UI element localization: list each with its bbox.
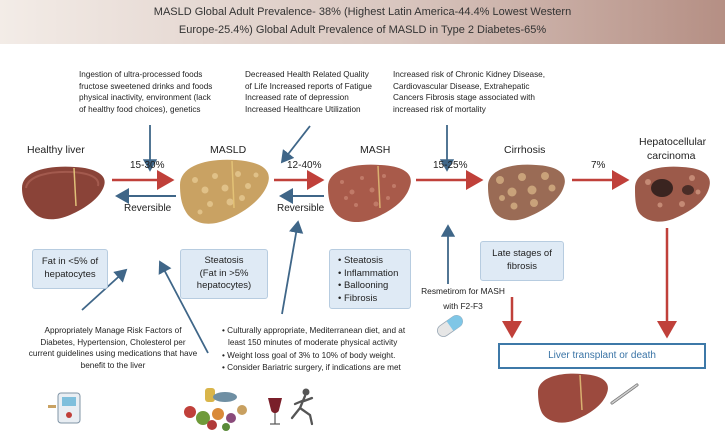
prevalence-banner <box>0 0 725 44</box>
reversible-label-2: Reversible <box>277 203 325 214</box>
pill-icon <box>437 315 463 337</box>
stage-healthy-liver: Healthy liver <box>27 144 85 156</box>
banner-line-2: Europe-25.4%) Global Adult Prevalence of… <box>178 24 547 36</box>
stage-cirrhosis: Cirrhosis <box>504 144 546 156</box>
transition-7: 7% <box>591 160 606 171</box>
healthy-liver-image <box>22 166 105 220</box>
wine-glass-icon <box>268 398 282 425</box>
glucose-meter-icon <box>48 392 81 424</box>
box-masld: Steatosis(Fat in >5%hepatocytes) <box>180 249 268 299</box>
masld-liver-image <box>180 159 269 224</box>
food-icon <box>184 388 247 431</box>
cirrhosis-liver-image <box>488 164 565 221</box>
transplant-liver-image <box>538 373 639 423</box>
stage-hcc-line-1: Hepatocellular <box>639 136 707 148</box>
stage-mash: MASH <box>360 144 391 156</box>
runner-icon <box>290 388 314 426</box>
stage-masld: MASLD <box>210 144 247 156</box>
box-mash: • Steatosis • Inflammation • Ballooning … <box>329 249 411 309</box>
stage-hcc-line-2: carcinoma <box>647 150 696 162</box>
transition-12-40: 12-40% <box>287 160 322 171</box>
note-risk: Increased risk of Chronic Kidney Disease… <box>393 70 545 114</box>
transition-15-30: 15-30% <box>130 160 165 171</box>
transition-15-25: 15-25% <box>433 160 468 171</box>
note-lifestyle: • Culturally appropriate, Mediterranean … <box>222 326 406 372</box>
reversible-label-1: Reversible <box>124 203 172 214</box>
mash-liver-image <box>328 164 411 223</box>
hcc-liver-image <box>635 166 710 222</box>
outcome-transplant-or-death: Liver transplant or death <box>498 343 706 369</box>
banner-line-1: MASLD Global Adult Prevalence- 38% (High… <box>153 6 572 18</box>
